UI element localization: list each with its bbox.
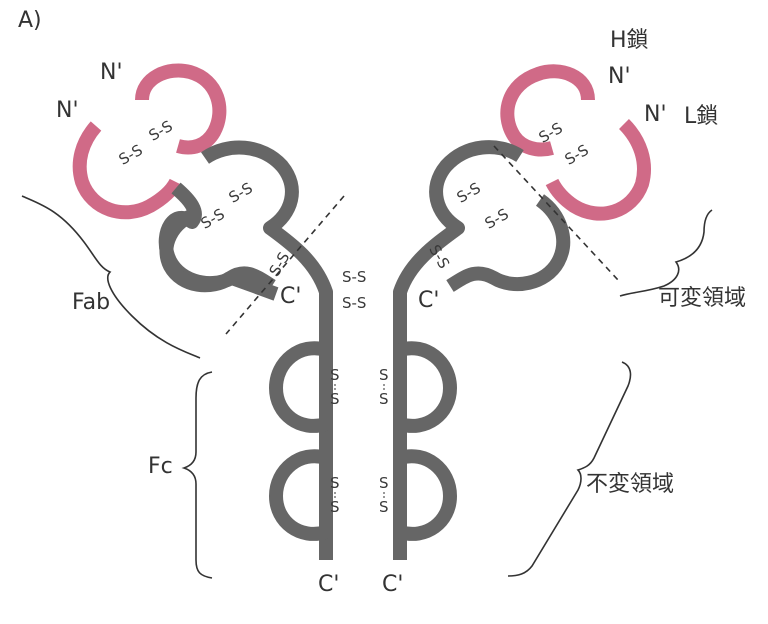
left-heavy-variable-loop [135, 63, 227, 155]
left-fab-arm [72, 63, 333, 560]
fab-label: Fab [72, 290, 111, 315]
right-light-variable-loop [545, 119, 651, 221]
variable-region-label: 可変領域 [658, 286, 747, 311]
ss-right-ch1: S-S [454, 179, 484, 207]
ss-right-cl: S-S [482, 205, 512, 233]
ss-left-ch1: S-S [226, 179, 256, 207]
fc-region-chains [269, 341, 457, 541]
light-chain-label: L鎖 [684, 104, 719, 129]
right-heavy-constant-ch1 [393, 140, 524, 560]
right-variable-constant-boundary [493, 145, 619, 281]
left-variable-constant-boundary [225, 195, 345, 335]
right-light-n-terminus: N' [644, 102, 667, 127]
right-fab-arm [393, 64, 651, 560]
ss-right-vl: S-S [562, 141, 592, 169]
left-ch2-bulge [269, 341, 329, 433]
s-right-ch2-bottom: S [379, 390, 389, 408]
left-heavy-n-terminus: N' [100, 60, 123, 85]
s-left-ch3-bottom: S [330, 498, 340, 516]
ss-left-vh: S-S [146, 117, 176, 145]
fc-label: Fc [148, 454, 173, 479]
heavy-chain-label: H鎖 [610, 28, 649, 53]
constant-region-label: 不変領域 [586, 472, 675, 497]
s-right-ch3-bottom: S [379, 498, 389, 516]
fc-brace [181, 371, 213, 579]
right-heavy-variable-loop [500, 64, 595, 157]
ss-left-interchain: S-S [266, 249, 294, 279]
right-light-constant-loop [446, 194, 571, 292]
s-left-ch2-bottom: S [330, 390, 340, 408]
left-light-c-terminus: C' [280, 284, 302, 309]
right-heavy-n-terminus: N' [608, 64, 631, 89]
s-left-ch2-top: S [330, 366, 340, 384]
disulfide-bonds: S-S S-S S-S S-S S-S S-S S-S S-S S-S S-S … [116, 117, 592, 516]
s-right-ch2-top: S [379, 366, 389, 384]
variable-region-brace [619, 209, 713, 297]
right-light-c-terminus: C' [418, 288, 440, 313]
left-heavy-c-terminus: C' [318, 572, 340, 597]
s-left-ch3-top: S [330, 474, 340, 492]
right-ch2-bulge [397, 341, 457, 433]
left-ch3-bulge [269, 449, 329, 541]
ss-left-cl: S-S [198, 205, 228, 233]
ss-left-vl: S-S [116, 141, 146, 169]
fab-brace [21, 195, 201, 359]
panel-label: A) [18, 8, 42, 33]
left-light-n-terminus: N' [56, 98, 79, 123]
ss-right-vh: S-S [536, 119, 566, 147]
ss-hinge-1: S-S [342, 268, 366, 286]
left-heavy-constant-ch1 [201, 140, 333, 560]
s-right-ch3-top: S [379, 474, 389, 492]
right-ch3-bulge [397, 449, 457, 541]
left-light-constant-loop [159, 207, 276, 293]
left-light-variable-loop [72, 121, 183, 220]
right-heavy-c-terminus: C' [382, 572, 404, 597]
constant-region-brace [507, 361, 632, 577]
ss-hinge-2: S-S [342, 294, 366, 312]
